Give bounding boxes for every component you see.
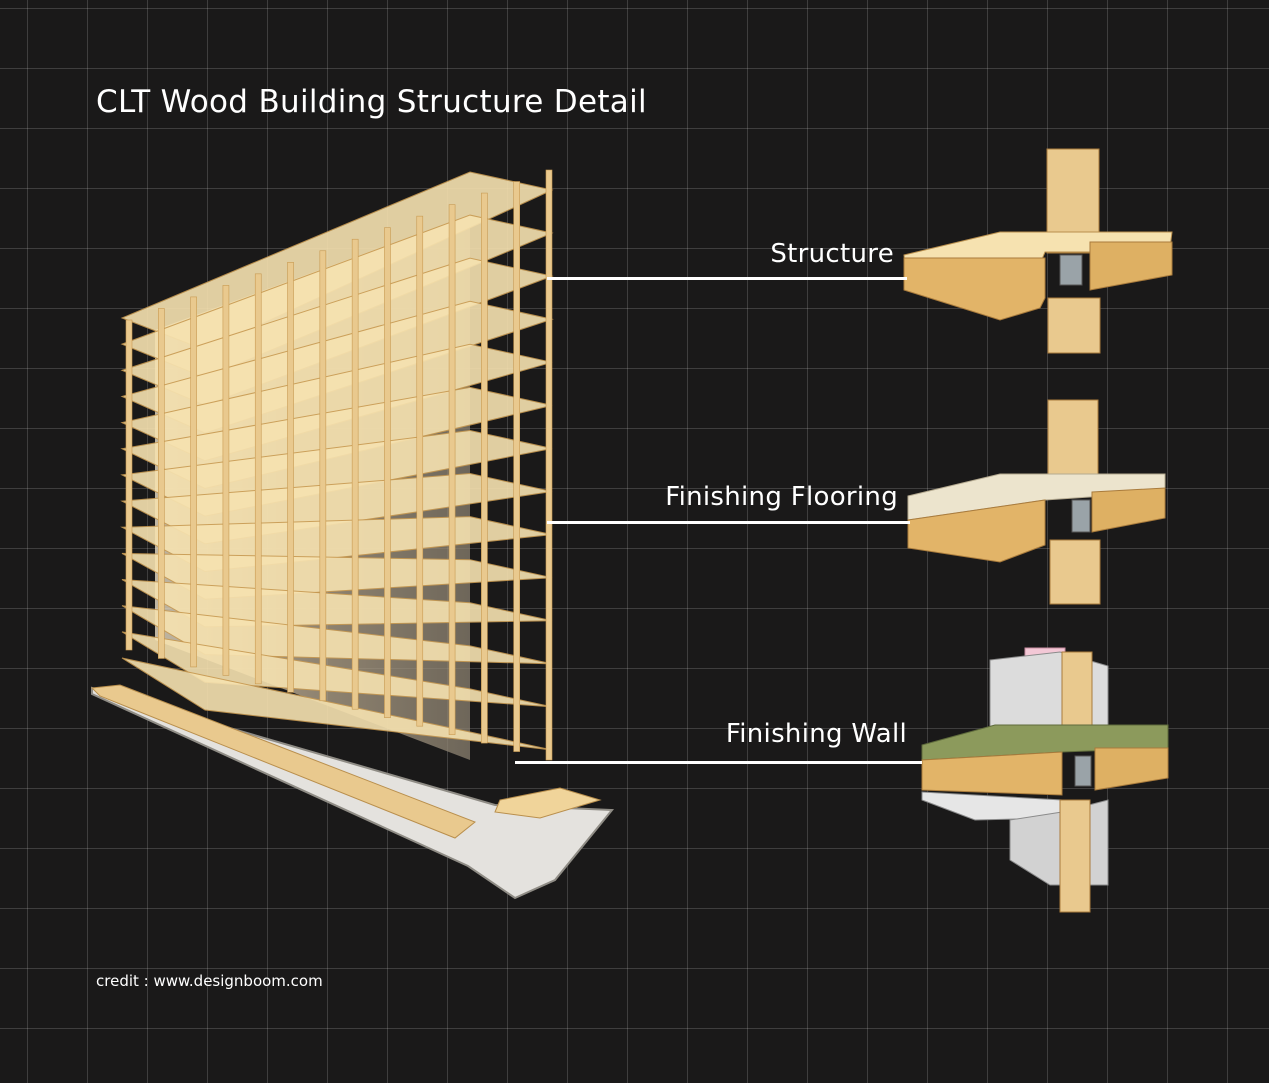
timber-column bbox=[351, 238, 359, 710]
wall-leader-line bbox=[515, 761, 922, 764]
structure-label: Structure bbox=[770, 239, 894, 269]
timber-column bbox=[384, 227, 391, 718]
timber-column bbox=[513, 181, 520, 752]
timber-column bbox=[448, 204, 456, 735]
timber-column bbox=[481, 192, 488, 744]
structure-leader-line bbox=[547, 277, 907, 280]
structure-slab-right bbox=[1089, 241, 1173, 291]
wall-column-lower bbox=[1059, 799, 1091, 913]
timber-column bbox=[254, 273, 262, 685]
timber-column bbox=[545, 169, 553, 761]
flooring-label: Finishing Flooring bbox=[665, 482, 898, 512]
timber-columns bbox=[125, 169, 553, 761]
wall-steel-connector bbox=[1074, 755, 1092, 787]
credit-text: credit : www.designboom.com bbox=[96, 972, 323, 990]
flooring-slab-left bbox=[907, 499, 1046, 563]
timber-column bbox=[222, 285, 230, 676]
timber-column bbox=[287, 262, 294, 693]
timber-column bbox=[190, 296, 197, 668]
timber-column bbox=[416, 215, 424, 727]
wall-slab-right bbox=[1094, 747, 1169, 791]
wall-slab-left bbox=[921, 751, 1063, 796]
timber-column bbox=[158, 308, 165, 659]
flooring-leader-line bbox=[547, 521, 910, 524]
flooring-slab-right bbox=[1091, 487, 1166, 533]
floor-slabs bbox=[120, 171, 554, 751]
podium-slab-right bbox=[494, 787, 602, 819]
flooring-steel-connector bbox=[1071, 499, 1091, 533]
timber-column bbox=[125, 319, 133, 651]
timber-column bbox=[319, 250, 327, 702]
structure-column-lower bbox=[1047, 297, 1101, 354]
page-title: CLT Wood Building Structure Detail bbox=[96, 84, 647, 120]
wall-label: Finishing Wall bbox=[725, 719, 907, 749]
structure-steel-connector bbox=[1059, 254, 1083, 286]
podium-slab bbox=[90, 684, 476, 839]
flooring-column-lower bbox=[1049, 539, 1101, 605]
structure-slab-left bbox=[903, 257, 1046, 321]
